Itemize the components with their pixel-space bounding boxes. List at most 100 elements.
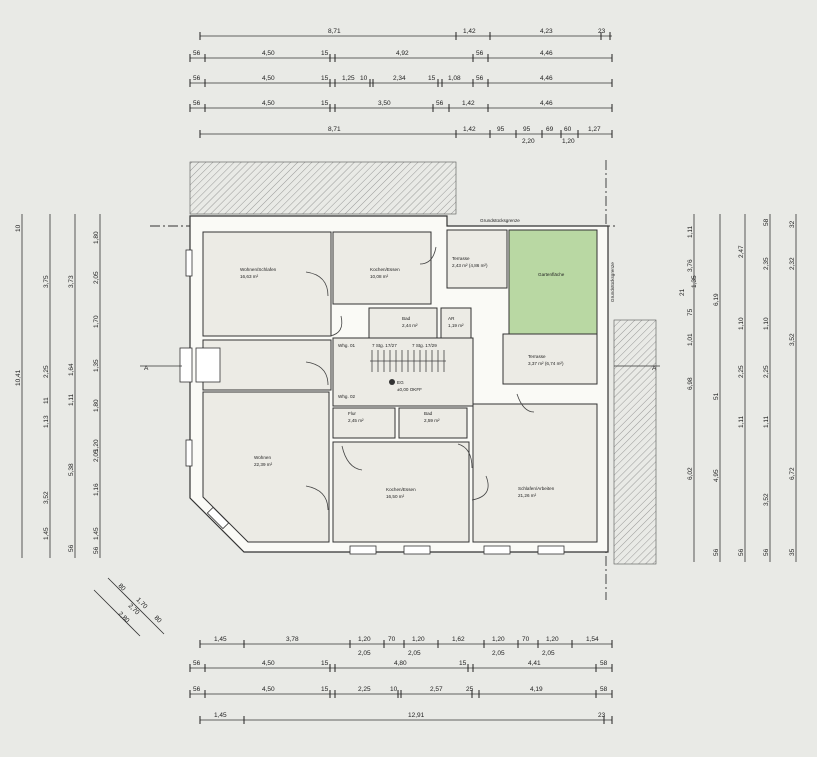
dim-left4-a: 1,80 [93,231,100,244]
room-bad-2 [398,407,468,439]
dim-bot3-b: 4,50 [262,686,275,693]
dim-right4-c: 3,52 [789,333,796,346]
dim-right3-d: 2,25 [763,365,770,378]
room-flur [332,407,396,439]
dim-top2-b: 4,50 [262,50,275,57]
apartment-label-01: Whg. 01 [338,343,356,348]
dim-bot1-e: 1,20 [412,636,425,643]
dim-left4-h: 1,16 [93,483,100,496]
room-area-bad-1: 2,44 m² [402,323,418,328]
dim-left4-k: 10 [15,224,22,232]
room-label-kochen-essen-1: Kochen/Essen [370,267,400,272]
dim-top4-g: 4,46 [540,100,553,107]
dim-right2-f: 56 [738,548,745,556]
dim-left2-c: 11 [43,397,50,404]
dim-top3-g: 15 [428,75,436,82]
dim-bot2-e: 15 [459,660,467,667]
left-dimension-chains: 10,41 3,75 2,25 11 1,13 3,52 1,45 3,73 1… [15,214,101,558]
diagonal-dimension: 80 1,70 2,70 80 2,80 [93,577,165,637]
dim-top1-b: 1,42 [463,28,476,35]
dim-diag-a: 80 [117,582,127,592]
dim-bot1-d: 70 [388,636,396,643]
room-area-bad-2: 2,59 m² [424,418,440,423]
room-treppenhaus [332,337,474,407]
room-wohnen [202,391,330,543]
dim-bot1-sub-c: 2,05 [492,650,505,657]
dim-top5-b: 1,42 [463,126,476,133]
dim-top4-c: 15 [321,100,329,107]
room-schlafen-arbeiten [472,403,598,543]
dim-left4-g: 2,05 [93,449,100,462]
level-symbol: EG [397,380,404,385]
dim-top5-e: 69 [546,126,554,133]
dim-bot2-a: 56 [193,660,201,667]
dim-top2-e: 56 [476,50,484,57]
room-labels: Wohnen/Schlafen 16,63 m² Kochen/Essen 10… [144,256,657,499]
neighbour-building-right [613,319,657,565]
room-label-bad-1: Bad [402,316,411,321]
level-label: ±0,00 OKFF [397,387,422,392]
room-area-schlafen-arbeiten: 21,26 m² [518,493,537,498]
dim-right3-e: 1,11 [763,415,770,428]
dim-top2-a: 56 [193,50,201,57]
dim-top3-j: 4,46 [540,75,553,82]
section-marker-left: A [144,365,149,372]
dim-top5-d: 95 [523,126,531,133]
room-label-bad-2: Bad [424,411,433,416]
dim-bot2-g: 58 [600,660,608,667]
dim-right4-b: 2,32 [789,257,796,270]
dim-left2-e: 3,52 [43,491,50,504]
dim-left2-a: 3,75 [43,275,50,288]
room-gartenflaeche [508,229,598,335]
dim-bot1-a: 1,45 [214,636,227,643]
dim-bot3-h: 4,19 [530,686,543,693]
dim-right1-e: 6,02 [687,467,694,480]
dim-right4-a: 32 [789,220,796,228]
dim-bot1-b: 3,78 [286,636,299,643]
dim-top2-c: 15 [321,50,329,57]
dim-bot4-b: 12,91 [408,712,425,719]
dim-right-inner-c: 1,01 [687,333,694,346]
dim-right1-a: 1,11 [687,225,694,238]
room-wohnen-schlafen [202,231,332,337]
room-label-ar: AR [448,316,455,321]
windows [179,249,565,555]
room-area-wohnen: 22,39 m² [254,462,273,467]
room-label-flur: Flur [348,411,356,416]
room-area-terrasse-2: 3,37 m² (6,74 m²) [528,361,564,366]
dim-top5-sub-a: 2,20 [522,138,535,145]
dim-bot4-a: 1,45 [214,712,227,719]
dim-right3-g: 56 [763,548,770,556]
dim-diag-d: 80 [153,614,163,624]
dim-left4-c: 1,70 [93,315,100,328]
dim-bot1-sub-b: 2,05 [408,650,421,657]
dim-top5-a: 8,71 [328,126,341,133]
neighbour-building-top [189,161,457,215]
dim-bot3-e: 10 [390,686,398,693]
stair-label-2: 7 Stg. 17/29 [412,343,437,348]
dim-left3-a: 3,73 [68,275,75,288]
room-kochen-essen-1 [332,231,432,305]
dim-bot1-sub-a: 2,05 [358,650,371,657]
dim-top1-c: 4,23 [540,28,553,35]
dim-bot3-g: 25 [466,686,474,693]
dim-left4-b: 2,05 [93,271,100,284]
room-label-wohnen-schlafen: Wohnen/Schlafen [240,267,277,272]
room-area-kochen-essen-2: 16,50 m² [386,494,405,499]
stair-label-1: 7 Stg. 17/27 [372,343,397,348]
dim-top3-d: 1,25 [342,75,355,82]
room-label-gartenflaeche: Gartenfläche [538,272,565,277]
dim-left3-b: 1,64 [68,363,75,376]
dim-bot3-d: 2,25 [358,686,371,693]
dim-right-inner-d: 6,98 [687,377,694,390]
dim-right3-b: 2,35 [763,257,770,270]
dim-bot2-b: 4,50 [262,660,275,667]
room-area-flur: 2,45 m² [348,418,364,423]
dim-top1-d: 23 [598,28,606,35]
dim-right1-f: 56 [713,548,720,556]
dim-left4-e: 1,80 [93,399,100,412]
property-boundary-label-h: Grundstücksgrenze [480,218,520,223]
dim-top5-g: 1,27 [588,126,601,133]
dim-bot1-i: 1,20 [546,636,559,643]
